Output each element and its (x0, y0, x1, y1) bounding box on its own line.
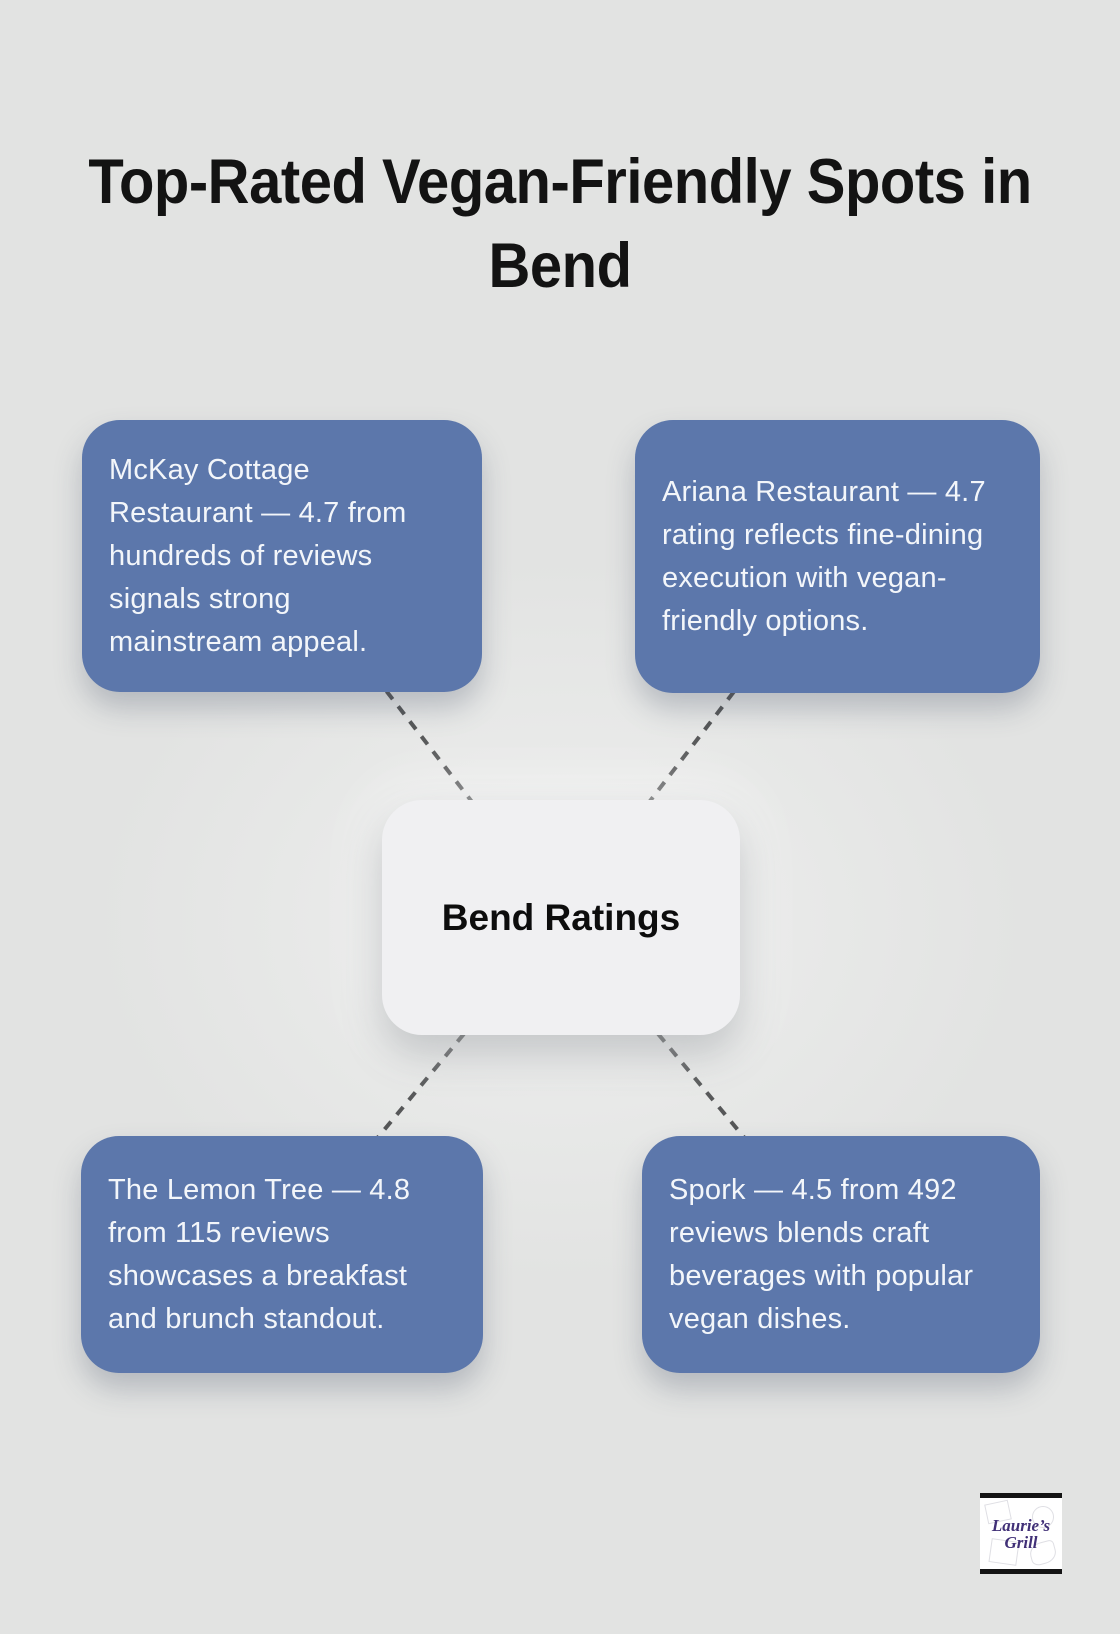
node-mckay-cottage: McKay Cottage Restaurant — 4.7 from hund… (82, 420, 482, 692)
node-spork: Spork — 4.5 from 492 reviews blends craf… (642, 1136, 1040, 1373)
logo-text-line1: Laurie’s (991, 1515, 1051, 1535)
node-lemon-tree: The Lemon Tree — 4.8 from 115 reviews sh… (81, 1136, 483, 1373)
center-node-bend-ratings: Bend Ratings (382, 800, 740, 1035)
node-ariana-restaurant: Ariana Restaurant — 4.7 rating reflects … (635, 420, 1040, 693)
node-text: McKay Cottage Restaurant — 4.7 from hund… (109, 453, 407, 658)
logo-text-line2: Grill (1004, 1532, 1038, 1552)
node-text: Spork — 4.5 from 492 reviews blends craf… (669, 1173, 974, 1335)
lauries-grill-logo: Laurie’s Grill (980, 1493, 1062, 1574)
page-title: Top-Rated Vegan-Friendly Spots in Bend (88, 147, 1032, 302)
node-text: Ariana Restaurant — 4.7 rating reflects … (662, 475, 986, 637)
node-text: The Lemon Tree — 4.8 from 115 reviews sh… (108, 1173, 411, 1335)
logo-sketch-icon (1032, 1506, 1054, 1528)
center-node-label: Bend Ratings (441, 896, 681, 938)
